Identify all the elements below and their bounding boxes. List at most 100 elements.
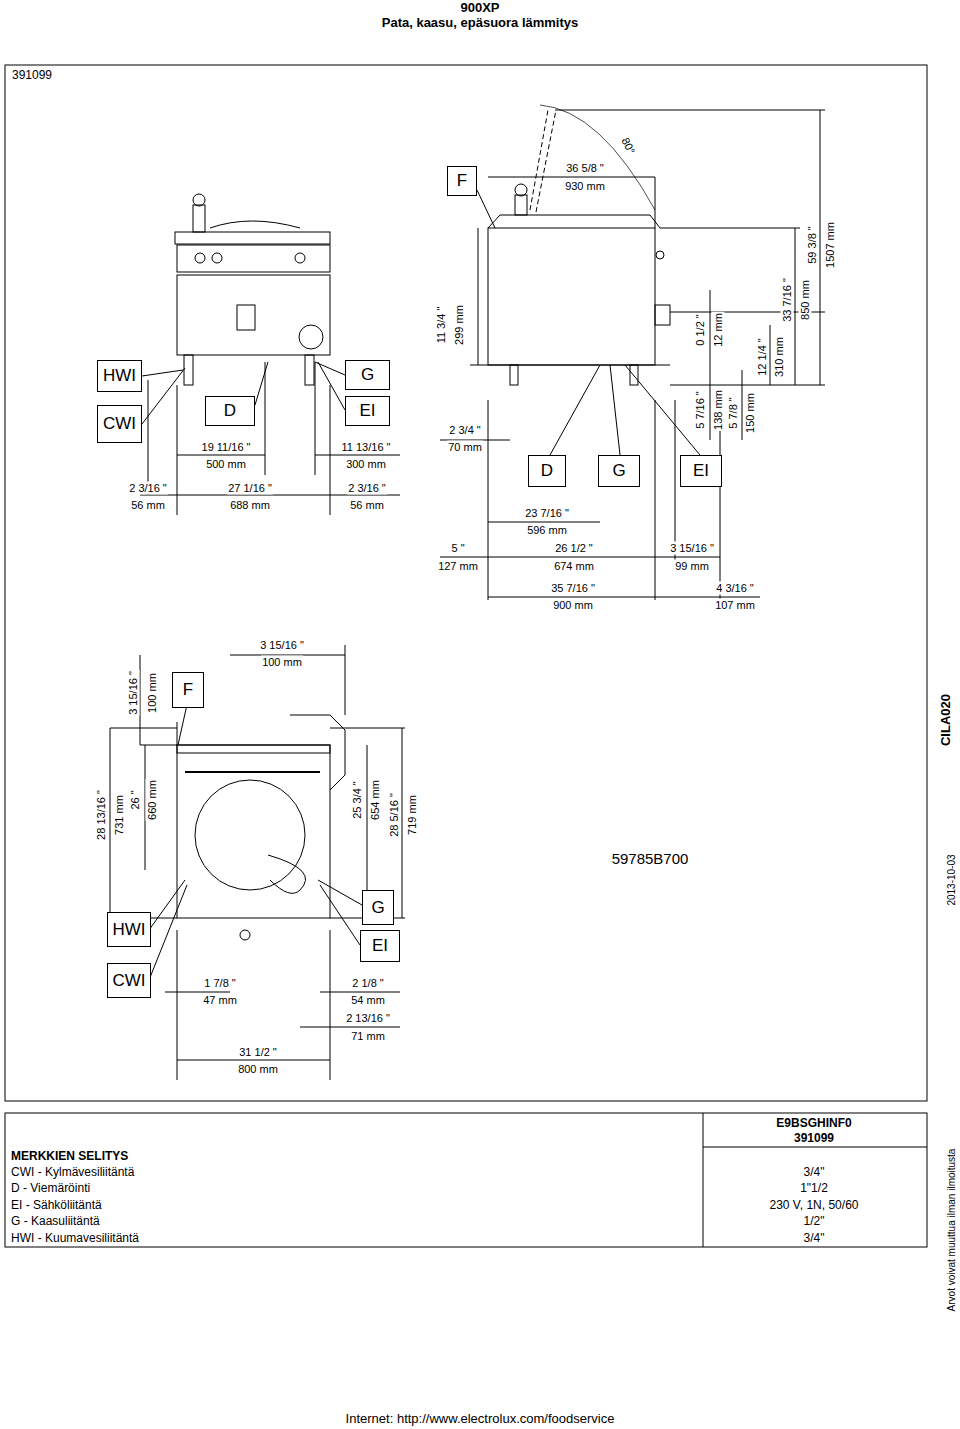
legend-cell: 1/2": [803, 1214, 826, 1228]
dimension-label: 23 7/16 ": [524, 507, 570, 520]
dimension-label: 654 mm: [369, 779, 382, 821]
connection-box: CWI: [107, 963, 151, 998]
dimension-label: 1507 mm: [824, 221, 837, 269]
dimension-label: 5 7/16 ": [694, 390, 707, 430]
dimension-label: 800 mm: [237, 1063, 279, 1076]
front-view: [140, 194, 400, 515]
dimension-label: 0 1/2 ": [694, 313, 707, 346]
legend-cell: MERKKIEN SELITYS: [10, 1149, 129, 1163]
dimension-label: 59 3/8 ": [806, 225, 819, 265]
legend-cell: G - Kaasuliitäntä: [10, 1214, 101, 1228]
side-view: [440, 105, 825, 600]
dimension-label: 25 3/4 ": [351, 780, 364, 820]
connection-box: EI: [345, 396, 390, 426]
dimension-label: 31 1/2 ": [238, 1046, 278, 1059]
connection-box: G: [362, 890, 394, 925]
legend-cell: 230 V, 1N, 50/60: [769, 1198, 860, 1212]
connection-code: D: [224, 401, 236, 421]
dimension-label: 500 mm: [205, 458, 247, 471]
dimension-label: 71 mm: [350, 1030, 386, 1043]
legend-cell: 1"1/2: [799, 1181, 829, 1195]
connection-box: HWI: [107, 912, 151, 947]
dimension-label: 2 3/4 ": [448, 424, 481, 437]
dimension-label: 688 mm: [229, 499, 271, 512]
dimension-label: CILA020: [938, 693, 953, 747]
dimension-label: 300 mm: [345, 458, 387, 471]
legend-table: [5, 1113, 927, 1247]
connection-code: D: [541, 461, 553, 481]
dimension-label: 26 1/2 ": [554, 542, 594, 555]
connection-box: D: [205, 396, 255, 426]
dimension-label: 26 ": [129, 789, 142, 810]
dimension-label: 59785B700: [611, 850, 690, 867]
dimension-label: 70 mm: [447, 441, 483, 454]
connection-box: F: [447, 166, 477, 196]
dimension-label: 27 1/16 ": [227, 482, 273, 495]
dimension-label: 35 7/16 ": [550, 582, 596, 595]
dimension-label: 2013-10-03: [946, 853, 958, 906]
legend-cell: 3/4": [803, 1231, 826, 1245]
connection-code: F: [183, 680, 193, 700]
connection-code: CWI: [103, 414, 136, 434]
connection-box: G: [598, 455, 640, 487]
connection-box: G: [345, 360, 390, 390]
dimension-label: 11 3/4 ": [435, 306, 448, 345]
dimension-label: 3 15/16 ": [259, 639, 305, 652]
legend-cell: D - Viemäröinti: [10, 1181, 91, 1195]
legend-cell: 391099: [793, 1131, 835, 1145]
dimension-label: 56 mm: [130, 499, 166, 512]
dimension-label: 2 3/16 ": [128, 482, 168, 495]
connection-code: F: [457, 171, 467, 191]
dimension-label: 33 7/16 ": [781, 277, 794, 323]
legend-cell: E9BSGHINF0: [775, 1116, 852, 1130]
dimension-label: 54 mm: [350, 994, 386, 1007]
dimension-label: 2 1/8 ": [351, 977, 384, 990]
dimension-label: Pata, kaasu, epäsuora lämmitys: [381, 15, 580, 30]
legend-cell: HWI - Kuumavesiliitäntä: [10, 1231, 140, 1245]
dimension-label: 391099: [11, 68, 53, 82]
dimension-label: 100 mm: [261, 656, 303, 669]
dimension-label: 5 ": [450, 542, 465, 555]
connection-code: EI: [693, 461, 709, 481]
dimension-label: Arvot voivat muuttua ilman ilmoitusta: [946, 1148, 958, 1313]
dimension-label: 674 mm: [553, 560, 595, 573]
dimension-label: 150 mm: [744, 392, 757, 434]
dimension-label: 660 mm: [146, 779, 159, 821]
connection-code: G: [361, 365, 374, 385]
connection-code: G: [371, 898, 384, 918]
page-title: 900XP: [0, 0, 960, 15]
dimension-label: 56 mm: [349, 499, 385, 512]
legend-cell: 3/4": [803, 1165, 826, 1179]
dimension-label: Internet: http://www.electrolux.com/food…: [345, 1411, 616, 1426]
dimension-label: 127 mm: [437, 560, 479, 573]
dimension-label: 731 mm: [113, 794, 126, 836]
connection-box: F: [172, 672, 204, 708]
connection-code: EI: [359, 401, 375, 421]
connection-code: HWI: [103, 366, 136, 386]
dimension-label: 900 mm: [552, 599, 594, 612]
connection-code: G: [612, 461, 625, 481]
connection-code: HWI: [112, 920, 145, 940]
legend-cell: CWI - Kylmävesiliitäntä: [10, 1165, 135, 1179]
drawing-frame: [5, 65, 927, 1101]
dimension-label: 36 5/8 ": [565, 162, 605, 175]
dimension-label: 310 mm: [773, 336, 786, 378]
dimension-label: 12 mm: [712, 312, 725, 348]
connection-code: CWI: [112, 971, 145, 991]
dimension-label: 850 mm: [799, 279, 812, 321]
dimension-label: 3 15/16 ": [127, 670, 140, 716]
connection-box: D: [528, 455, 566, 487]
dimension-label: 47 mm: [202, 994, 238, 1007]
connection-code: EI: [372, 936, 388, 956]
dimension-label: 12 1/4 ": [756, 337, 769, 377]
dimension-label: 930 mm: [564, 180, 606, 193]
dimension-label: 138 mm: [712, 389, 725, 431]
connection-box: EI: [680, 455, 722, 487]
dimension-label: 719 mm: [406, 794, 419, 836]
dimension-label: 1 7/8 ": [203, 977, 236, 990]
dimension-label: 11 13/16 ": [341, 441, 392, 454]
dimension-label: 2 3/16 ": [347, 482, 387, 495]
dimension-label: 596 mm: [526, 524, 568, 537]
dimension-label: 99 mm: [674, 560, 710, 573]
